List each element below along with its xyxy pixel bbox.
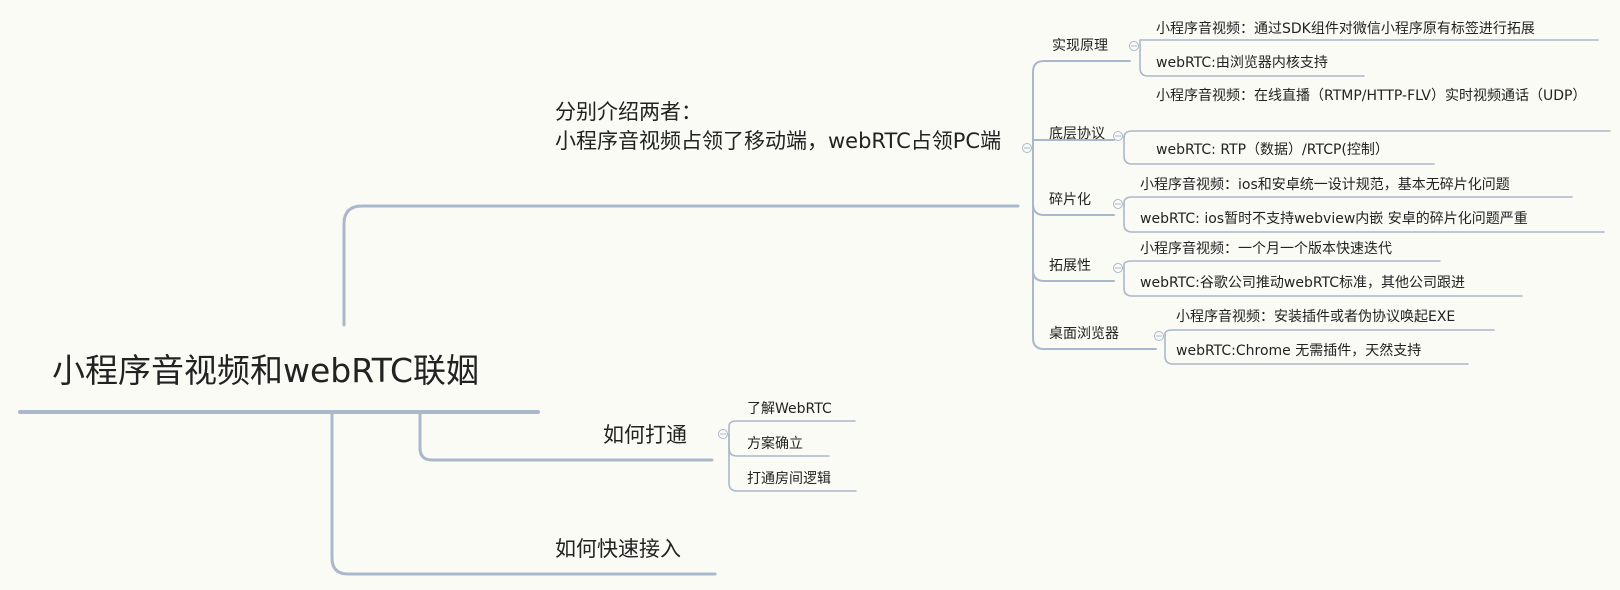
leaf-protocol-webrtc[interactable]: webRTC: RTP（数据）/RTCP(控制）: [1156, 142, 1389, 158]
leaf-extensibility-miniprogram[interactable]: 小程序音视频：一个月一个版本快速迭代: [1140, 241, 1392, 257]
topic-quick-integration[interactable]: 如何快速接入: [555, 537, 681, 561]
leaf-extensibility-webrtc[interactable]: webRTC:谷歌公司推动webRTC标准，其他公司跟进: [1140, 275, 1466, 291]
connector-root-topic-1: [418, 410, 714, 462]
subtopic-room-logic[interactable]: 打通房间逻辑: [747, 471, 831, 487]
root-topic[interactable]: 小程序音视频和webRTC联姻: [52, 351, 480, 390]
subtopic-desktop-browser[interactable]: 桌面浏览器: [1049, 326, 1119, 342]
leaf-implementation-webrtc[interactable]: webRTC:由浏览器内核支持: [1156, 55, 1328, 71]
leaf-implementation-miniprogram[interactable]: 小程序音视频：通过SDK组件对微信小程序原有标签进行拓展: [1156, 21, 1535, 37]
topic-how-to-connect[interactable]: 如何打通: [603, 423, 687, 447]
connector-root-topic-0: [342, 204, 1020, 327]
leaf-desktop-webrtc[interactable]: webRTC:Chrome 无需插件，天然支持: [1176, 343, 1422, 359]
subtopic-implementation[interactable]: 实现原理: [1052, 38, 1108, 54]
connector-root-topic-2: [330, 410, 717, 576]
subtopic-learn-webrtc[interactable]: 了解WebRTC: [747, 401, 832, 417]
leaf-fragmentation-miniprogram[interactable]: 小程序音视频：ios和安卓统一设计规范，基本无碎片化问题: [1140, 177, 1510, 193]
subtopic-fragmentation[interactable]: 碎片化: [1049, 192, 1091, 208]
subtopic-plan-decided[interactable]: 方案确立: [747, 436, 803, 452]
leaf-desktop-miniprogram[interactable]: 小程序音视频：安装插件或者伪协议唤起EXE: [1176, 309, 1456, 325]
subtopic-extensibility[interactable]: 拓展性: [1049, 258, 1091, 274]
topic-introduce-both[interactable]: 分别介绍两者： 小程序音视频占领了移动端，webRTC占领PC端: [555, 100, 1002, 153]
leaf-fragmentation-webrtc[interactable]: webRTC: ios暂时不支持webview内嵌 安卓的碎片化问题严重: [1140, 211, 1528, 227]
leaf-protocol-miniprogram[interactable]: 小程序音视频：在线直播（RTMP/HTTP-FLV）实时视频通话（UDP）: [1156, 88, 1587, 104]
subtopic-protocol[interactable]: 底层协议: [1049, 126, 1105, 142]
